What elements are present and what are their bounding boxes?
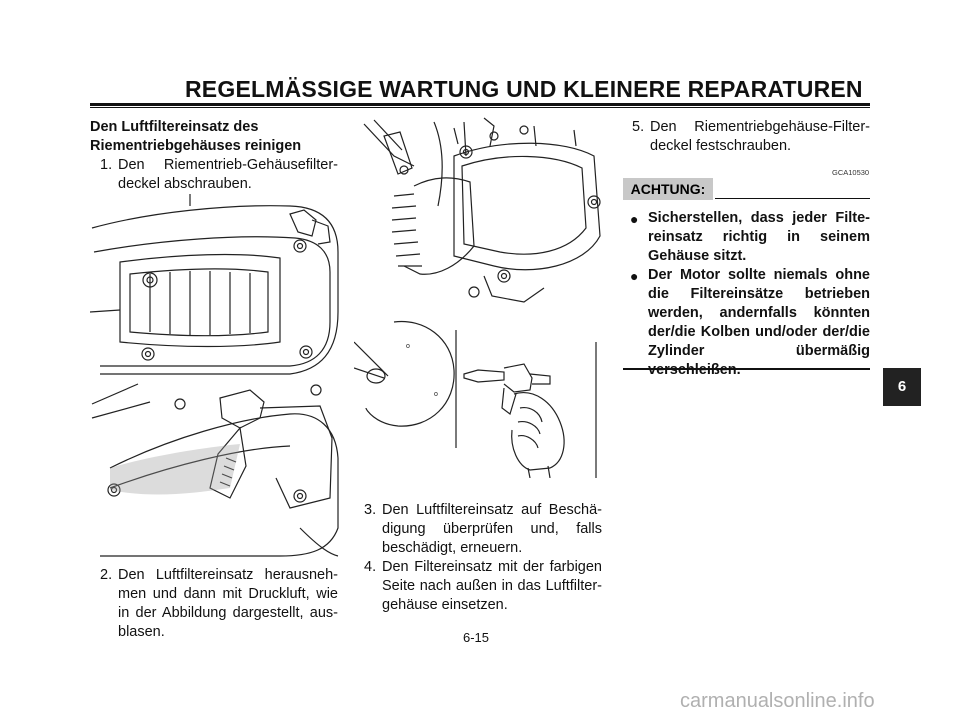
step-5: 5. Den Riementriebgehäuse-Filter-deckel … [622, 118, 870, 156]
caution-bullets: ● Sicherstellen, dass jeder Filte-reinsa… [628, 209, 870, 380]
caution-bullet-1-text: Sicherstellen, dass jeder Filte-reinsatz… [648, 210, 870, 264]
figure-engine-intake [354, 116, 604, 311]
page-number: 6-15 [463, 630, 490, 645]
step-4: 4. Den Filtereinsatz mit der farbigen Se… [354, 558, 602, 615]
step-1-text: Den Riementrieb-Gehäusefilter-deckel abs… [118, 157, 338, 192]
step-5-text: Den Riementriebgehäuse-Filter-deckel fes… [650, 119, 870, 154]
caution-label: ACHTUNG: [623, 178, 713, 200]
step-3-text: Den Luftfiltereinsatz auf Beschä-digung … [382, 502, 602, 556]
step-3-number: 3. [364, 502, 377, 518]
header-rule [90, 103, 870, 106]
step-1-number: 1. [100, 157, 113, 173]
step-2: 2. Den Luftfiltereinsatz herausneh-men u… [90, 566, 338, 642]
step-4-text: Den Filtereinsatz mit der farbigen Seite… [382, 559, 602, 613]
bullet-dot-icon: ● [630, 268, 639, 284]
svg-text:o: o [406, 343, 410, 350]
chapter-tab: 6 [883, 368, 921, 406]
caution-code: GCA10530 [832, 168, 870, 177]
middle-column-text: 3. Den Luftfiltereinsatz auf Beschä-digu… [354, 501, 602, 615]
caution-bullet-2: ● Der Motor sollte niemals ohne die Filt… [628, 266, 870, 380]
caution-bullet-2-text: Der Motor sollte niemals ohne die Filter… [648, 267, 870, 378]
figure-compressed-air-cleaning: o o [354, 318, 604, 478]
caution-bullet-1: ● Sicherstellen, dass jeder Filte-reinsa… [628, 209, 870, 266]
step-3: 3. Den Luftfiltereinsatz auf Beschä-digu… [354, 501, 602, 558]
caution-rule [715, 198, 870, 199]
section-heading-line1: Den Luftfiltereinsatz des [90, 119, 259, 135]
step-5-number: 5. [632, 119, 645, 135]
section-heading-line2: Riementriebgehäuses reinigen [90, 138, 302, 154]
step-1: 1. Den Riementrieb-Gehäusefilter-deckel … [90, 156, 338, 194]
watermark: carmanualsonline.info [680, 690, 875, 712]
step-2-text: Den Luftfiltereinsatz herausneh-men und … [118, 567, 338, 640]
figure-belt-case-cover [90, 192, 340, 377]
svg-text:o: o [434, 391, 438, 398]
step-2-number: 2. [100, 567, 113, 583]
right-column-step5: 5. Den Riementriebgehäuse-Filter-deckel … [622, 118, 870, 156]
header-rule-thin [90, 107, 870, 108]
caution-end-rule [623, 368, 870, 370]
figure-filter-removal [90, 378, 340, 558]
page-header-title: REGELMÄSSIGE WARTUNG UND KLEINERE REPARA… [185, 76, 863, 102]
step-4-number: 4. [364, 559, 377, 575]
left-column-text-top: Den Luftfiltereinsatz des Riementriebgeh… [90, 118, 338, 194]
left-column-text-bottom: 2. Den Luftfiltereinsatz herausneh-men u… [90, 566, 338, 642]
bullet-dot-icon: ● [630, 211, 639, 227]
